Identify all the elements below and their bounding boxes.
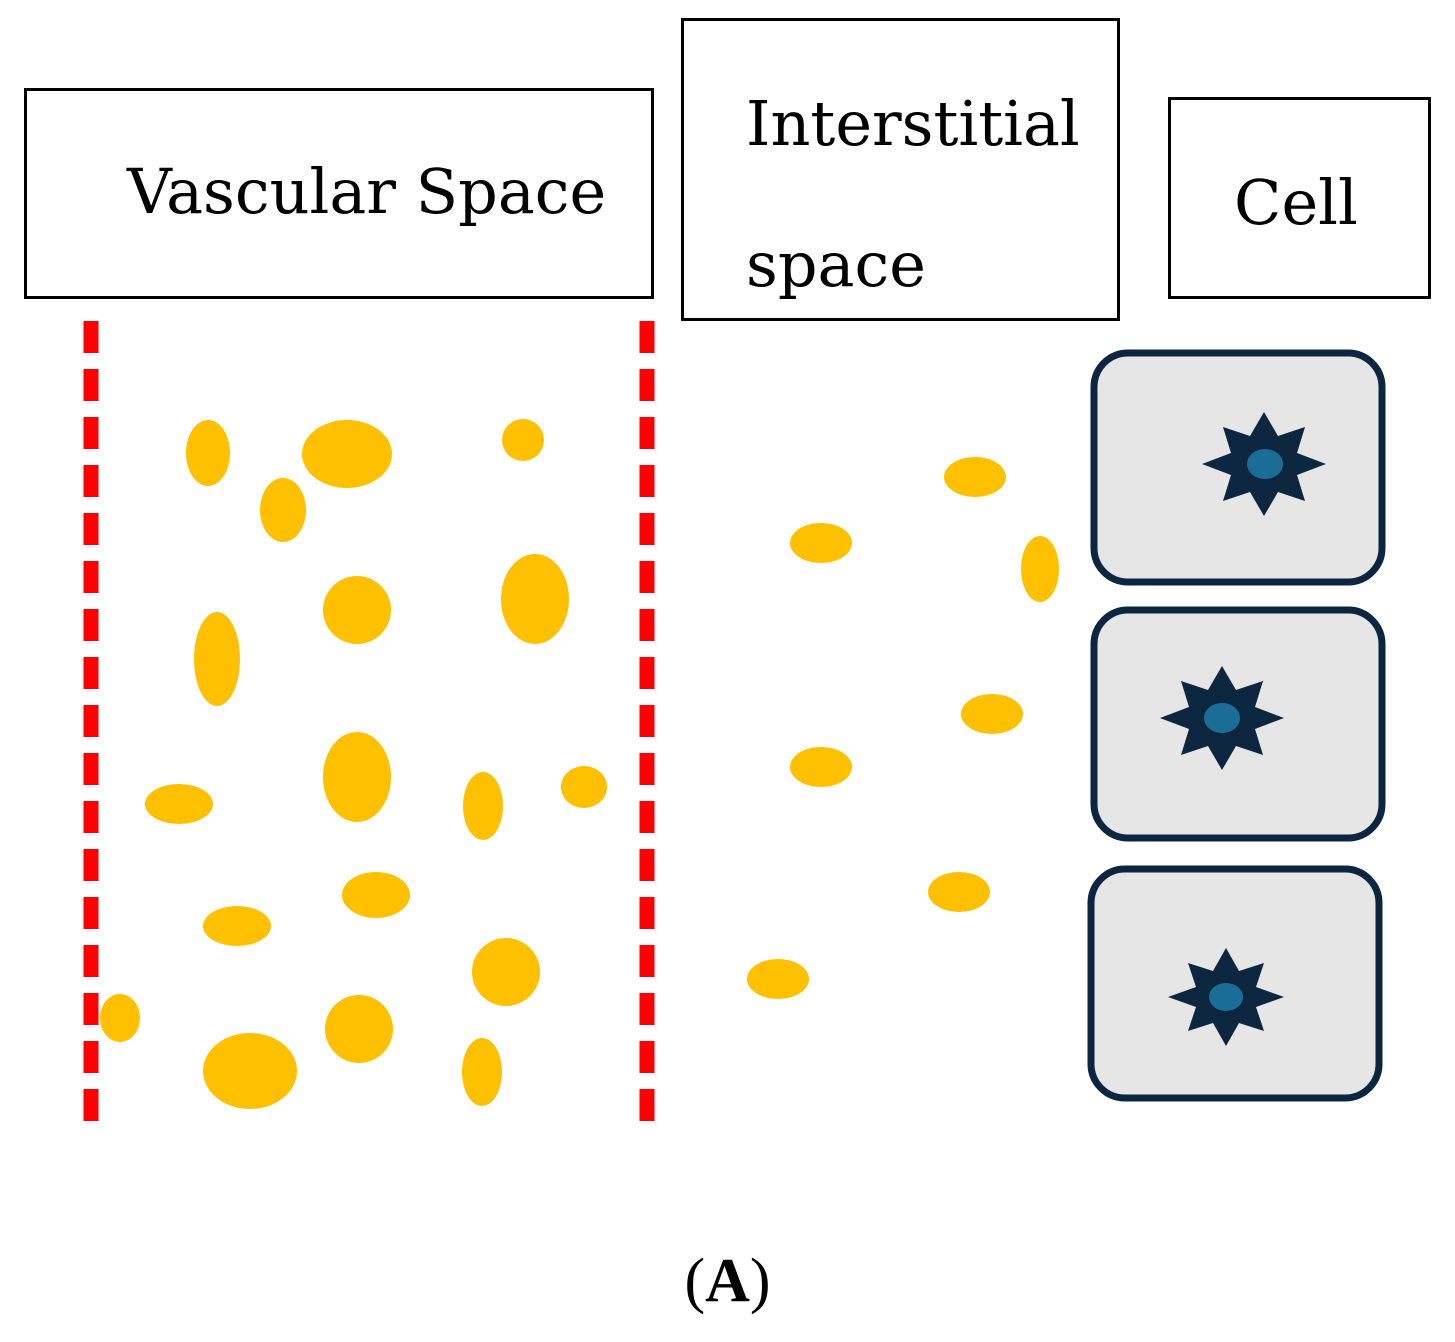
cell-2 [1090, 606, 1386, 842]
particle [790, 747, 852, 787]
particle [342, 872, 410, 918]
particle [1021, 536, 1059, 602]
interstitial-particles [747, 457, 1059, 999]
particle [203, 906, 271, 946]
particle [194, 612, 240, 706]
figure-caption: (A) [0, 1250, 1455, 1312]
particle [928, 872, 990, 912]
nucleus [1204, 703, 1240, 733]
nucleus [1247, 449, 1283, 479]
particle [961, 694, 1023, 734]
particle [502, 419, 544, 461]
caption-letter: A [705, 1247, 750, 1315]
interstitial-space-label-line2: space [746, 228, 926, 301]
interstitial-space-label-line1: Interstitial [746, 87, 1080, 160]
cell-1 [1090, 349, 1386, 586]
particle [145, 784, 213, 824]
particle [323, 732, 391, 822]
particle [302, 420, 392, 488]
particle [462, 1038, 502, 1106]
particle [260, 478, 306, 542]
vascular-space-label-box: Vascular Space [24, 88, 654, 299]
particle [100, 994, 140, 1042]
vascular-space-label: Vascular Space [127, 155, 607, 228]
caption-close-paren: ) [749, 1247, 771, 1315]
particle [501, 554, 569, 644]
caption-open-paren: ( [684, 1247, 706, 1315]
vascular-particles [100, 419, 607, 1109]
particle [561, 766, 607, 808]
particle [186, 420, 230, 486]
interstitial-space-label-box: Interstitial space [681, 18, 1120, 321]
particle [463, 772, 503, 840]
particle [944, 457, 1006, 497]
cell-label: Cell [1234, 166, 1358, 239]
particle [472, 938, 540, 1006]
nucleus [1209, 983, 1243, 1011]
particle [323, 576, 391, 644]
particle [203, 1033, 297, 1109]
particle [747, 959, 809, 999]
particle [790, 523, 852, 563]
particle [325, 995, 393, 1063]
cell-3 [1087, 865, 1383, 1102]
cell-label-box: Cell [1168, 97, 1431, 299]
